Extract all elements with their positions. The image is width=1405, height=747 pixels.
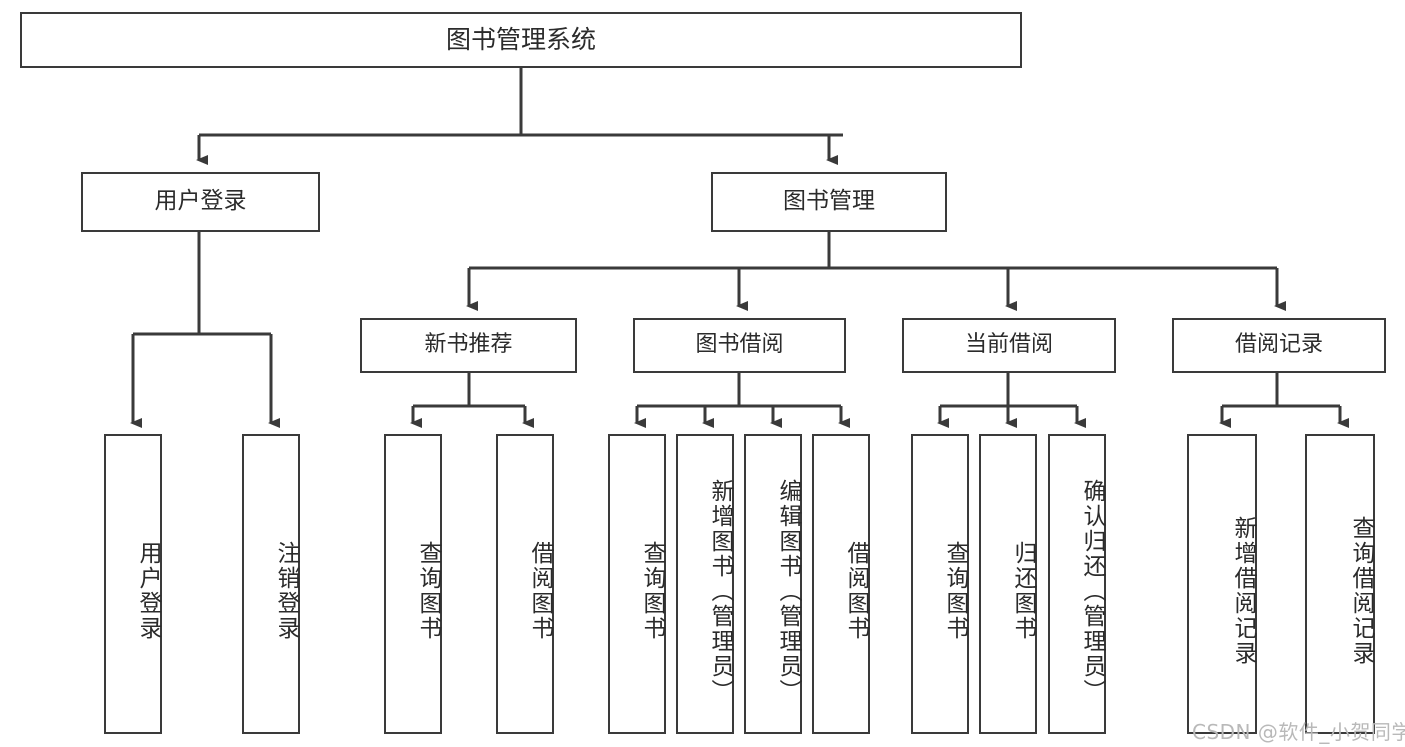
leaf-user-login-logout[interactable]: 注销登录 xyxy=(242,434,300,734)
node-label: 新增借阅记录 xyxy=(1230,516,1256,666)
leaf-book-borrow-add[interactable]: 新增图书（管理员） xyxy=(676,434,734,734)
node-label: 查询图书 xyxy=(942,541,968,641)
leaf-book-borrow-edit[interactable]: 编辑图书（管理员） xyxy=(744,434,802,734)
node-user-login[interactable]: 用户登录 xyxy=(81,172,320,232)
node-label: 编辑图书（管理员） xyxy=(775,478,801,704)
node-label: 确认归还（管理员） xyxy=(1079,478,1105,704)
node-label: 用户登录 xyxy=(135,541,161,641)
leaf-book-borrow-borrow[interactable]: 借阅图书 xyxy=(812,434,870,734)
node-label: 借阅图书 xyxy=(843,541,869,641)
node-label: 查询图书 xyxy=(639,541,665,641)
node-label: 注销登录 xyxy=(273,541,299,641)
node-new-book-recommend[interactable]: 新书推荐 xyxy=(360,318,577,373)
node-current-borrow[interactable]: 当前借阅 xyxy=(902,318,1116,373)
leaf-current-borrow-return[interactable]: 归还图书 xyxy=(979,434,1037,734)
leaf-new-book-query[interactable]: 查询图书 xyxy=(384,434,442,734)
node-label: 借阅记录 xyxy=(1234,332,1323,358)
node-label: 图书借阅 xyxy=(695,332,784,358)
node-book-manage[interactable]: 图书管理 xyxy=(711,172,947,232)
watermark-csdn: CSDN @软件_小贺同学 xyxy=(1192,720,1405,744)
node-label: 图书管理 xyxy=(783,188,875,215)
leaf-book-borrow-query[interactable]: 查询图书 xyxy=(608,434,666,734)
node-label: 用户登录 xyxy=(154,188,247,215)
node-label: 查询借阅记录 xyxy=(1348,516,1374,666)
node-label: 归还图书 xyxy=(1010,541,1036,641)
node-label: 借阅图书 xyxy=(527,541,553,641)
node-label: 新书推荐 xyxy=(424,332,513,358)
node-root-system[interactable]: 图书管理系统 xyxy=(20,12,1022,68)
leaf-borrow-record-query[interactable]: 查询借阅记录 xyxy=(1305,434,1375,734)
leaf-new-book-borrow[interactable]: 借阅图书 xyxy=(496,434,554,734)
node-label: 查询图书 xyxy=(415,541,441,641)
leaf-user-login-login[interactable]: 用户登录 xyxy=(104,434,162,734)
leaf-borrow-record-add[interactable]: 新增借阅记录 xyxy=(1187,434,1257,734)
leaf-current-borrow-query[interactable]: 查询图书 xyxy=(911,434,969,734)
node-book-borrow[interactable]: 图书借阅 xyxy=(633,318,846,373)
node-label: 当前借阅 xyxy=(964,332,1053,358)
leaf-current-borrow-confirm[interactable]: 确认归还（管理员） xyxy=(1048,434,1106,734)
node-label: 图书管理系统 xyxy=(445,25,596,54)
node-borrow-record[interactable]: 借阅记录 xyxy=(1172,318,1386,373)
node-label: 新增图书（管理员） xyxy=(707,478,733,704)
